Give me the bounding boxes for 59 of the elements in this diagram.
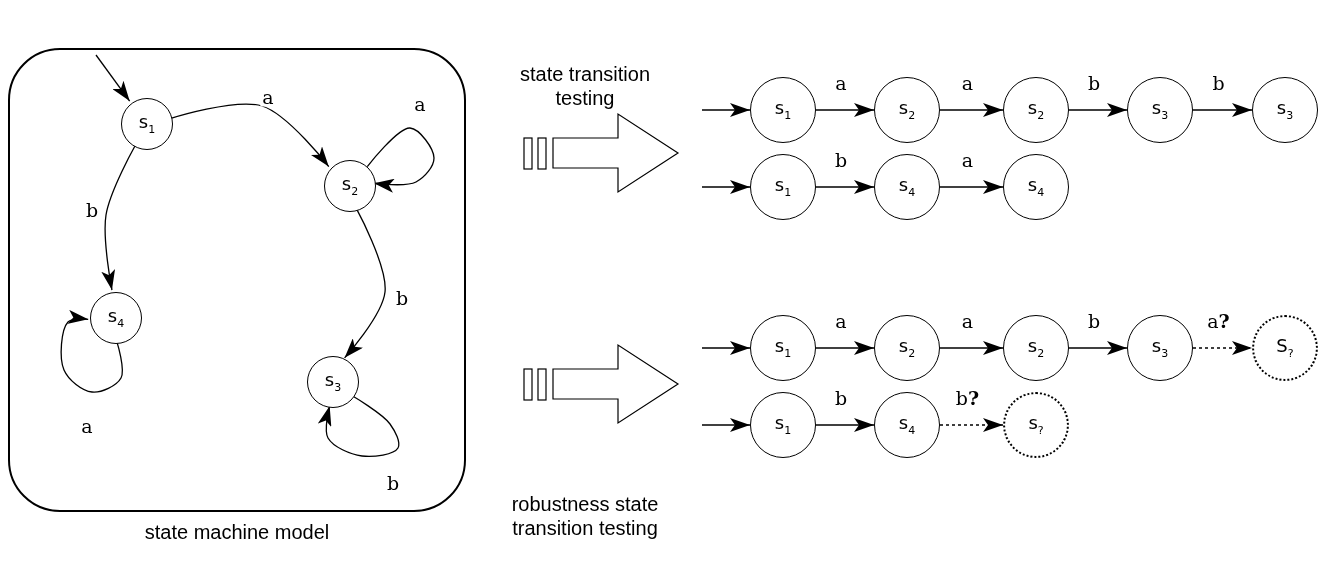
edge-label: b? — [953, 388, 982, 408]
arrow — [317, 394, 400, 458]
arrow — [1192, 103, 1253, 117]
edge-label: b — [384, 473, 402, 493]
state-name: s$_{2}$ — [1027, 337, 1045, 359]
state-circle — [121, 98, 173, 150]
arrow — [701, 418, 751, 432]
caption: robustness state transition testing — [510, 492, 660, 540]
arrow — [701, 180, 751, 194]
state-name: s$_{2}$ — [1027, 99, 1045, 121]
state-name: s$_{1}$ — [774, 337, 792, 359]
arrow — [939, 103, 1004, 117]
state-name: s$_{3}$ — [324, 371, 342, 393]
state-circle — [324, 160, 376, 212]
state-name: s$_{?}$ — [1028, 414, 1044, 436]
arrow — [1068, 341, 1128, 355]
edge-label: b — [832, 150, 850, 170]
arrow — [701, 341, 751, 355]
state-name: S$_{?}$ — [1276, 337, 1294, 359]
arrow — [1068, 103, 1128, 117]
arrow — [939, 180, 1004, 194]
state-circle — [90, 292, 142, 344]
state-name: s$_{4}$ — [107, 307, 125, 329]
frame-caption: state machine model — [143, 520, 331, 544]
state-name: s$_{3}$ — [1151, 99, 1169, 121]
arrow — [815, 180, 875, 194]
state-name: s$_{4}$ — [1027, 176, 1045, 198]
arrow — [939, 418, 1004, 432]
state-name: s$_{2}$ — [898, 99, 916, 121]
arrow — [101, 145, 136, 291]
arrow — [701, 103, 751, 117]
caption: state transition testing — [518, 62, 652, 110]
edge-label: b — [1085, 311, 1103, 331]
arrow — [170, 103, 330, 168]
edge-label: b — [832, 388, 850, 408]
state-name: s$_{2}$ — [341, 175, 359, 197]
state-name: s$_{4}$ — [898, 414, 916, 436]
arrow — [366, 127, 435, 193]
arrow — [815, 418, 875, 432]
edge-label: b — [393, 288, 411, 308]
arrow — [95, 54, 131, 102]
edge-label: a? — [1205, 311, 1232, 331]
state-circle — [307, 356, 359, 408]
arrow — [60, 310, 123, 393]
edge-label: b — [1210, 73, 1227, 93]
state-name: s$_{1}$ — [138, 113, 156, 135]
arrow — [815, 103, 875, 117]
edge-label: b — [1085, 73, 1103, 93]
state-name: s$_{1}$ — [774, 176, 792, 198]
state-name: s$_{3}$ — [1276, 99, 1294, 121]
edge-label: b — [83, 200, 101, 220]
arrow — [1192, 341, 1253, 355]
arrow — [815, 341, 875, 355]
state-name: s$_{4}$ — [898, 176, 916, 198]
state-name: s$_{2}$ — [898, 337, 916, 359]
state-name: s$_{3}$ — [1151, 337, 1169, 359]
arrow — [939, 341, 1004, 355]
state-name: s$_{1}$ — [774, 99, 792, 121]
state-name: s$_{1}$ — [774, 414, 792, 436]
